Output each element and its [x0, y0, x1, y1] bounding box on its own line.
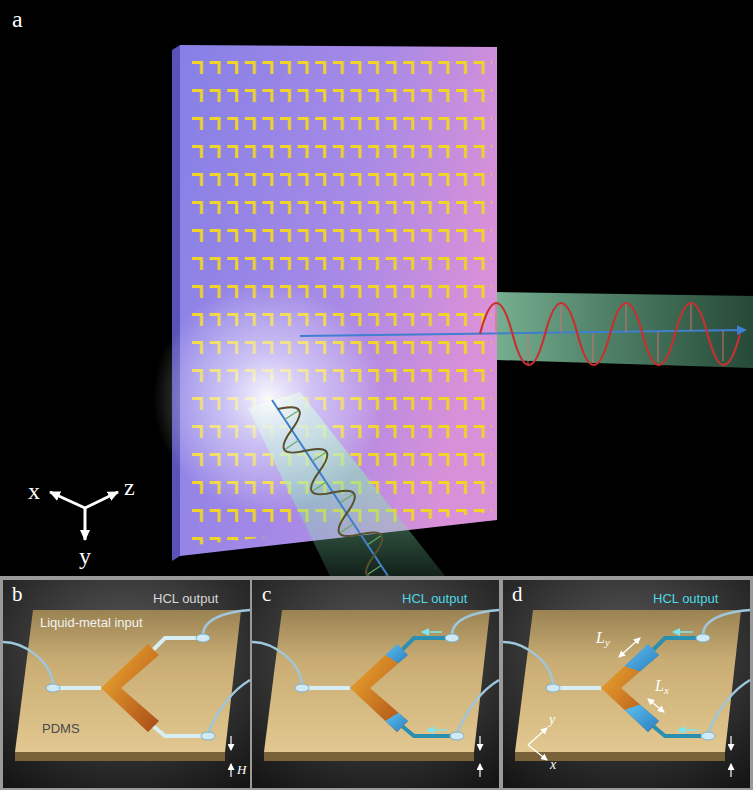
panel-letter: c: [262, 582, 271, 606]
port-label: HCL output: [402, 592, 467, 607]
axis-label: x: [28, 478, 40, 506]
port-label: HCL output: [653, 592, 718, 607]
axis-label: y: [549, 712, 555, 728]
port-label: HCL output: [153, 592, 218, 607]
material-label: PDMS: [42, 722, 80, 737]
panel-letter: b: [12, 582, 23, 606]
port-label: Liquid-metal input: [40, 616, 143, 631]
dimension-label: Lx: [655, 677, 669, 697]
axis-label: x: [550, 757, 556, 773]
axis-label: z: [124, 474, 135, 502]
axis-label: y: [79, 543, 91, 571]
dimension-label: Ly: [596, 629, 610, 649]
panel-letter: d: [512, 582, 523, 606]
panel-letter: a: [12, 6, 23, 34]
dimension-label: H: [237, 763, 246, 778]
